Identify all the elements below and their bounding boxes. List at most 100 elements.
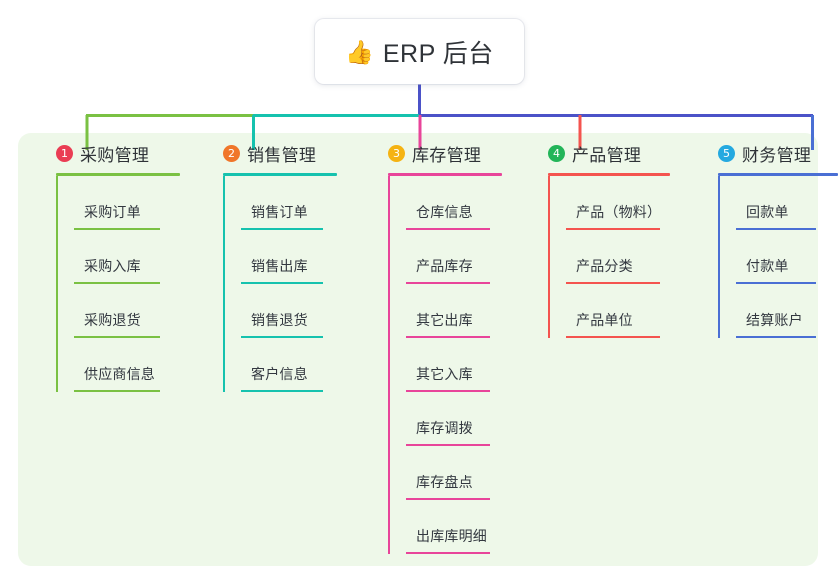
column-title: 产品管理 [572, 145, 642, 165]
column-items: 采购订单采购入库采购退货供应商信息 [56, 176, 180, 392]
menu-item[interactable]: 采购入库 [74, 230, 180, 284]
menu-item-rule [736, 228, 816, 230]
menu-item-label: 仓库信息 [416, 204, 473, 220]
column-5: 5 财务管理回款单付款单结算账户 [698, 133, 838, 338]
menu-item-label: 客户信息 [251, 366, 308, 382]
menu-item-rule [406, 282, 490, 284]
menu-item-rule [406, 228, 490, 230]
menu-item-label: 销售出库 [251, 258, 308, 274]
diagram-panel [18, 133, 818, 566]
column-index-badge: 2 [223, 144, 240, 162]
menu-item[interactable]: 销售订单 [241, 176, 337, 230]
page-title: ERP 后台 [382, 39, 494, 68]
root-node-card[interactable]: 👍 ERP 后台 [315, 19, 524, 84]
menu-item-rule [241, 228, 323, 230]
column-items: 仓库信息产品库存其它出库其它入库库存调拨库存盘点出库库明细 [388, 176, 502, 554]
menu-item[interactable]: 客户信息 [241, 338, 337, 392]
menu-item[interactable]: 其它出库 [406, 284, 502, 338]
menu-item-rule [406, 552, 490, 554]
menu-item-label: 产品分类 [576, 258, 633, 274]
menu-item[interactable]: 采购退货 [74, 284, 180, 338]
menu-item-rule [241, 390, 323, 392]
column-header-4[interactable]: 4 产品管理 [528, 133, 670, 173]
column-2: 2 销售管理销售订单销售出库销售退货客户信息 [203, 133, 337, 392]
column-title: 销售管理 [247, 145, 317, 165]
menu-item[interactable]: 产品单位 [566, 284, 670, 338]
menu-item-rule [74, 228, 160, 230]
column-title: 采购管理 [80, 145, 150, 165]
column-3: 3 库存管理仓库信息产品库存其它出库其它入库库存调拨库存盘点出库库明细 [368, 133, 502, 554]
column-spine [388, 176, 390, 554]
menu-item-rule [736, 336, 816, 338]
menu-item-label: 库存盘点 [416, 474, 473, 490]
menu-item-rule [241, 282, 323, 284]
column-items: 回款单付款单结算账户 [718, 176, 838, 338]
menu-item-rule [406, 336, 490, 338]
column-4: 4 产品管理产品（物料） 产品分类产品单位 [528, 133, 670, 338]
menu-item-label: 销售订单 [251, 204, 308, 220]
menu-item-label: 产品（物料） [576, 204, 662, 220]
column-items: 产品（物料） 产品分类产品单位 [548, 176, 670, 338]
column-header-rule [223, 173, 337, 176]
column-spine [548, 176, 550, 338]
menu-item[interactable]: 供应商信息 [74, 338, 180, 392]
menu-item[interactable]: 采购订单 [74, 176, 180, 230]
column-spine [56, 176, 58, 392]
thumbs-up-icon: 👍 [345, 39, 374, 65]
menu-item-label: 其它入库 [416, 366, 473, 382]
column-index-badge: 5 [718, 144, 735, 162]
menu-item[interactable]: 销售出库 [241, 230, 337, 284]
column-spine [223, 176, 225, 392]
column-header-rule [548, 173, 670, 176]
column-title: 财务管理 [742, 145, 812, 165]
menu-item[interactable]: 库存调拨 [406, 392, 502, 446]
column-items: 销售订单销售出库销售退货客户信息 [223, 176, 337, 392]
menu-item-label: 采购订单 [84, 204, 141, 220]
menu-item-label: 其它出库 [416, 312, 473, 328]
menu-item[interactable]: 销售退货 [241, 284, 337, 338]
menu-item-label: 出库库明细 [416, 528, 487, 544]
column-title: 库存管理 [412, 145, 482, 165]
column-header-2[interactable]: 2 销售管理 [203, 133, 337, 173]
column-index-badge: 3 [388, 144, 405, 162]
menu-item-label: 回款单 [746, 204, 789, 220]
menu-item[interactable]: 出库库明细 [406, 500, 502, 554]
menu-item-rule [74, 336, 160, 338]
menu-item[interactable]: 回款单 [736, 176, 838, 230]
menu-item[interactable]: 仓库信息 [406, 176, 502, 230]
menu-item[interactable]: 付款单 [736, 230, 838, 284]
menu-item-rule [406, 444, 490, 446]
menu-item-label: 销售退货 [251, 312, 308, 328]
menu-item-label: 采购入库 [84, 258, 141, 274]
menu-item-label: 产品库存 [416, 258, 473, 274]
menu-item[interactable]: 其它入库 [406, 338, 502, 392]
menu-item-rule [566, 336, 660, 338]
column-header-rule [56, 173, 180, 176]
menu-item-rule [406, 390, 490, 392]
menu-item-rule [241, 336, 323, 338]
menu-item[interactable]: 产品（物料） [566, 176, 670, 230]
menu-item[interactable]: 产品分类 [566, 230, 670, 284]
column-index-badge: 4 [548, 144, 565, 162]
menu-item-rule [406, 498, 490, 500]
column-header-rule [388, 173, 502, 176]
menu-item-label: 供应商信息 [84, 366, 155, 382]
column-spine [718, 176, 720, 338]
menu-item-rule [74, 390, 160, 392]
column-header-3[interactable]: 3 库存管理 [368, 133, 502, 173]
column-header-rule [718, 173, 838, 176]
menu-item-label: 库存调拨 [416, 420, 473, 436]
menu-item-rule [74, 282, 160, 284]
menu-item[interactable]: 结算账户 [736, 284, 838, 338]
menu-item[interactable]: 库存盘点 [406, 446, 502, 500]
menu-item-rule [566, 282, 660, 284]
menu-item[interactable]: 产品库存 [406, 230, 502, 284]
column-header-5[interactable]: 5 财务管理 [698, 133, 838, 173]
menu-item-rule [566, 228, 660, 230]
menu-item-label: 产品单位 [576, 312, 633, 328]
menu-item-label: 结算账户 [746, 312, 803, 328]
menu-item-label: 付款单 [746, 258, 789, 274]
